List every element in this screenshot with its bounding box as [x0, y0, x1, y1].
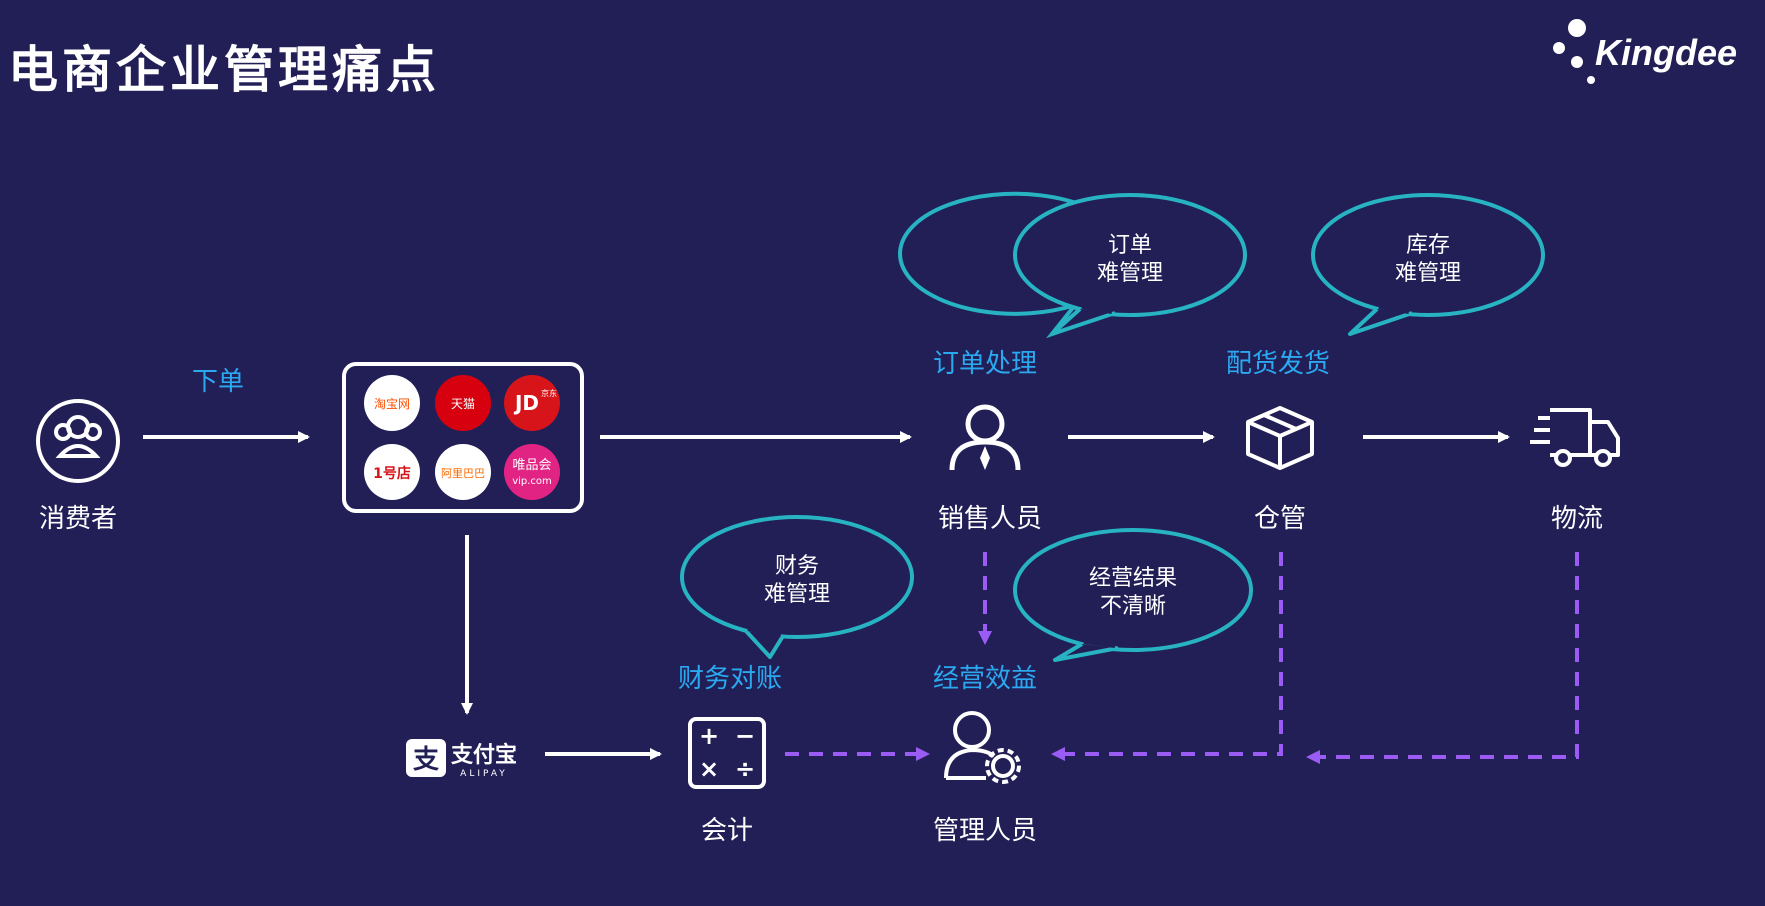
svg-text:÷: ÷ [735, 755, 755, 783]
sales-node: 销售人员 [938, 404, 1042, 534]
logistics-node: 物流 [1530, 408, 1620, 534]
consumer-label: 消费者 [39, 504, 117, 534]
bubble-order-line2: 难管理 [1097, 261, 1163, 286]
calculator-icon: + − × ÷ [688, 717, 766, 789]
management-node: 管理人员 [933, 711, 1037, 846]
package-box-icon [1246, 406, 1314, 470]
page-title: 电商企业管理痛点 [8, 40, 440, 99]
management-label: 管理人员 [933, 816, 1037, 846]
bubble-inventory-line2: 难管理 [1395, 261, 1461, 286]
label-finance-reconciliation: 财务对账 [678, 664, 782, 694]
salesperson-icon [949, 404, 1021, 471]
ecommerce-platforms-box: 淘宝网 天猫 JD 京东 1号店 阿里巴巴 唯品会 vip.com [342, 362, 584, 513]
dashed-flow-arrows [785, 552, 1579, 764]
kingdee-logo: Kingdee [1547, 18, 1757, 88]
label-picking-shipping: 配货发货 [1226, 349, 1330, 379]
bubble-results-line1: 经营结果 [1089, 566, 1177, 591]
bubble-order-hard-to-manage: 订单 难管理 [898, 191, 1247, 339]
bubble-finance-line2: 难管理 [764, 582, 830, 607]
bubble-inventory-hard-to-manage: 库存 难管理 [1311, 193, 1545, 336]
bubble-order-line1: 订单 [1108, 233, 1152, 258]
consumer-group-icon [36, 399, 120, 483]
bubble-results-unclear: 经营结果 不清晰 [1013, 528, 1253, 662]
label-place-order: 下单 [192, 367, 244, 397]
svg-text:JD: JD [513, 391, 539, 415]
alipay-logo: 支 支付宝 ALIPAY [406, 739, 517, 779]
kingdee-dots-icon [1553, 19, 1595, 84]
alipay-symbol-icon: 支 [413, 745, 439, 775]
svg-text:淘宝网: 淘宝网 [374, 397, 410, 411]
solid-flow-arrows [143, 431, 1510, 760]
consumer-node: 消费者 [36, 399, 120, 534]
delivery-truck-icon [1530, 408, 1620, 467]
alibaba-badge: 阿里巴巴 [435, 444, 491, 500]
label-business-results: 经营效益 [933, 664, 1037, 694]
vip-badge: 唯品会 vip.com [504, 444, 560, 500]
svg-text:+: + [699, 722, 719, 750]
bubble-finance-line1: 财务 [775, 554, 819, 579]
arrow-warehouse-to-management [1051, 552, 1283, 761]
arrow-logistics-to-management [1306, 552, 1579, 764]
alipay-cn-text: 支付宝 [451, 742, 517, 768]
accounting-node: + − × ÷ 会计 [688, 717, 766, 846]
taobao-badge: 淘宝网 [364, 375, 420, 431]
yhd-badge: 1号店 [364, 444, 420, 500]
logistics-label: 物流 [1551, 504, 1603, 534]
svg-text:阿里巴巴: 阿里巴巴 [441, 467, 485, 480]
bubble-finance-hard-to-manage: 财务 难管理 [680, 515, 914, 659]
svg-text:京东: 京东 [541, 388, 557, 398]
svg-text:唯品会: 唯品会 [512, 458, 551, 473]
accounting-label: 会计 [701, 816, 753, 846]
label-order-processing: 订单处理 [933, 349, 1037, 379]
svg-text:vip.com: vip.com [512, 476, 552, 487]
manager-gear-icon [944, 711, 1021, 784]
svg-text:×: × [699, 755, 719, 783]
jd-badge: JD 京东 [504, 375, 560, 431]
svg-text:天猫: 天猫 [451, 397, 475, 411]
warehouse-node: 仓管 [1246, 406, 1314, 534]
sales-label: 销售人员 [938, 504, 1042, 534]
bubble-inventory-line1: 库存 [1406, 233, 1450, 258]
alipay-en-text: ALIPAY [460, 769, 508, 779]
kingdee-logo-text: Kingdee [1595, 32, 1738, 73]
bubble-results-line2: 不清晰 [1100, 594, 1166, 619]
svg-text:1号店: 1号店 [373, 465, 411, 482]
warehouse-label: 仓管 [1254, 504, 1306, 534]
svg-text:−: − [735, 722, 755, 750]
tmall-badge: 天猫 [435, 375, 491, 431]
